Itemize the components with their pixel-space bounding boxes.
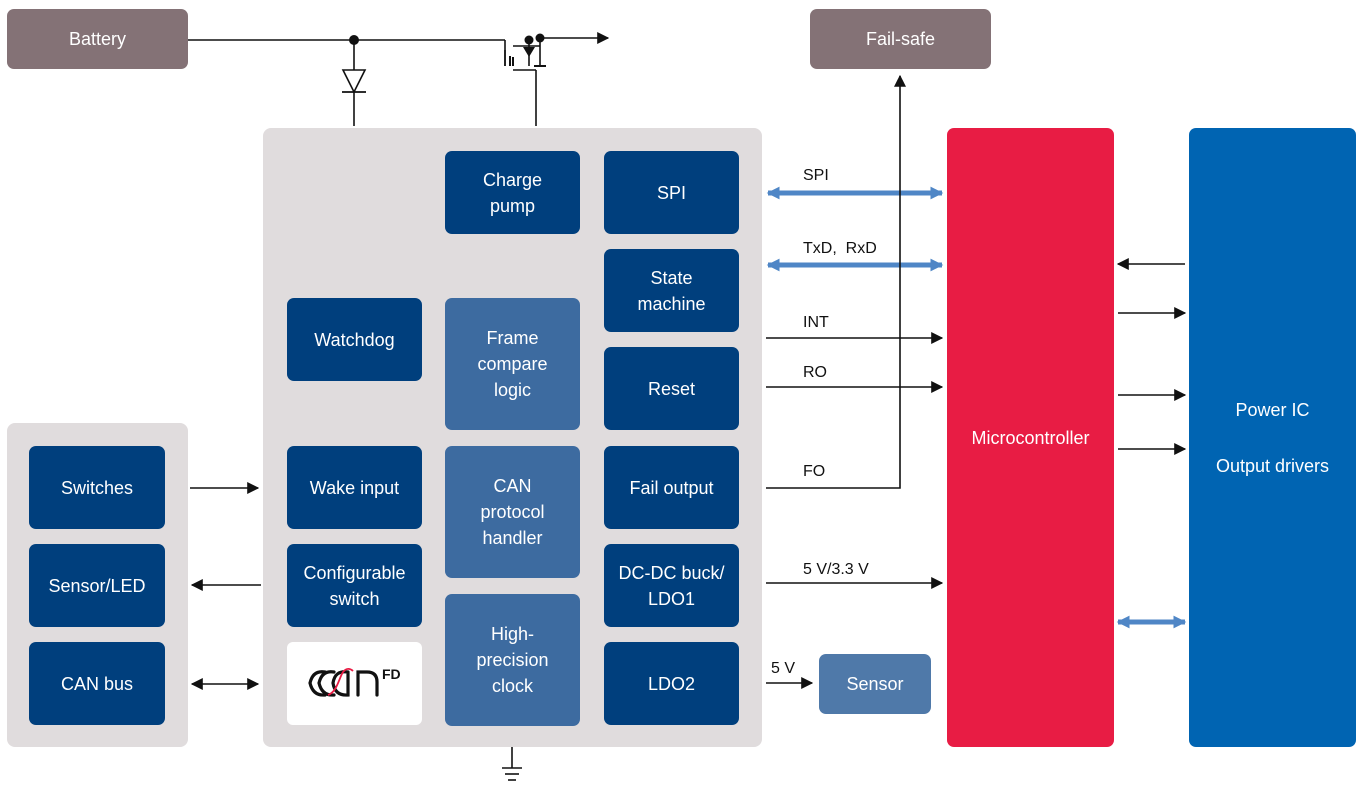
spi-signal-label: SPI: [803, 167, 829, 184]
switch-output-dot: [524, 35, 534, 45]
fo-arrow: [766, 74, 906, 489]
battery-block: Battery: [7, 9, 188, 69]
ground-icon: [502, 747, 522, 781]
diode-icon: [341, 69, 367, 94]
sensor-block: Sensor: [819, 654, 931, 714]
can-fd-logo-graphic: FD: [308, 666, 401, 697]
mosfet-icon: [504, 40, 546, 126]
output-drivers-label: Output drivers: [1215, 455, 1330, 476]
can-fd-sup: FD: [382, 666, 401, 682]
int-signal-label: INT: [803, 314, 829, 331]
ro-signal-label: RO: [803, 364, 827, 381]
fail-safe-block: Fail-safe: [810, 9, 991, 69]
dcdc-ldo1-block: DC-DC buck/ LDO1: [604, 544, 739, 627]
wake-input-block: Wake input: [287, 446, 422, 529]
watchdog-block: Watchdog: [287, 298, 422, 381]
battery-junction-dot: [349, 35, 359, 45]
can-protocol-handler-block: CAN protocol handler: [445, 446, 580, 578]
microcontroller-block: Microcontroller: [947, 128, 1114, 747]
supply-sensor-label: 5 V: [771, 660, 796, 677]
power-ic-label: Power IC: [1235, 399, 1310, 420]
configurable-switch-block: Configurable switch: [287, 544, 422, 627]
spi-block: SPI: [604, 151, 739, 234]
switches-block: Switches: [29, 446, 165, 529]
power-ic-block: Power IC Output drivers: [1189, 128, 1356, 747]
state-machine-block: State machine: [604, 249, 739, 332]
battery-line: [188, 39, 506, 126]
fo-signal-label: FO: [803, 463, 826, 480]
txd-rxd-signal-label: TxD, RxD: [803, 240, 877, 257]
frame-compare-logic-block: Frame compare logic: [445, 298, 580, 430]
can-bus-block: CAN bus: [29, 642, 165, 725]
sensor-led-block: Sensor/LED: [29, 544, 165, 627]
ldo2-block: LDO2: [604, 642, 739, 725]
supply-mcu-label: 5 V/3.3 V: [803, 561, 869, 578]
high-precision-clock-block: High- precision clock: [445, 594, 580, 726]
fail-output-block: Fail output: [604, 446, 739, 529]
charge-pump-block: Charge pump: [445, 151, 580, 234]
reset-block: Reset: [604, 347, 739, 430]
can-fd-logo: FD: [287, 642, 422, 725]
